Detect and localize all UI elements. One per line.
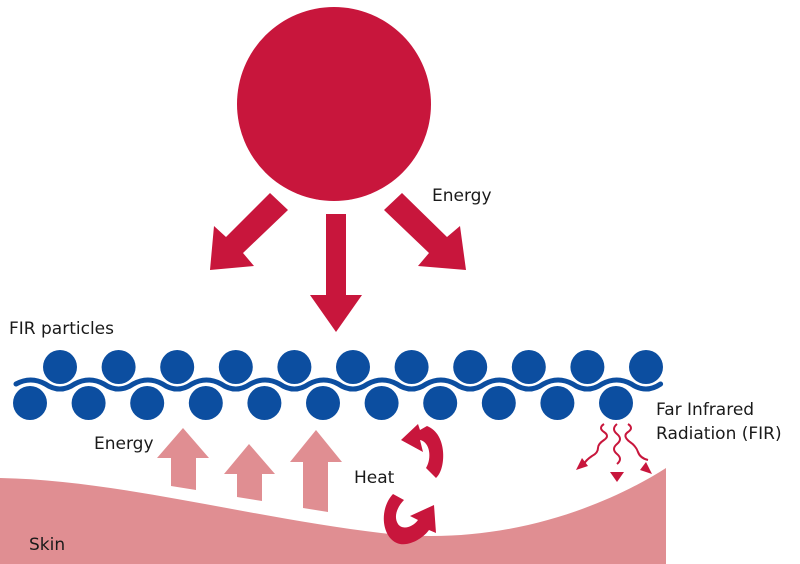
fir-label-line1: Far Infrared bbox=[656, 400, 754, 420]
energy-label-bottom: Energy bbox=[94, 434, 154, 454]
fir-wave-arrows bbox=[583, 423, 649, 465]
fir-particle-bottom bbox=[364, 386, 399, 420]
fir-wave-center bbox=[613, 423, 621, 465]
heat-arrow-top bbox=[401, 424, 444, 478]
fir-particle-top bbox=[336, 350, 370, 384]
fir-arrowheads bbox=[576, 458, 652, 482]
fir-particle-top bbox=[218, 350, 253, 384]
fir-wave-right bbox=[624, 423, 649, 461]
fir-particle-bottom bbox=[481, 386, 516, 420]
fir-particles bbox=[13, 350, 663, 420]
fir-particles-label: FIR particles bbox=[9, 319, 114, 339]
fir-particle-top bbox=[453, 350, 488, 384]
heat-arrow-bottom bbox=[383, 494, 436, 545]
fir-particle-bottom bbox=[188, 386, 223, 420]
fir-particle-bottom bbox=[540, 386, 575, 420]
fir-particle-top bbox=[570, 350, 605, 384]
energy-up-arrow-1 bbox=[157, 428, 209, 490]
sun-energy-source bbox=[237, 7, 431, 201]
heat-arrows bbox=[383, 424, 444, 545]
particle-wave-line bbox=[13, 377, 664, 392]
skin-layer bbox=[0, 468, 666, 564]
fir-particle-top bbox=[394, 350, 429, 384]
fir-particle-bottom bbox=[247, 386, 282, 420]
energy-up-arrow-3 bbox=[290, 430, 342, 512]
energy-down-arrows bbox=[210, 193, 466, 332]
fir-particle-top bbox=[511, 350, 546, 384]
fir-particle-top bbox=[629, 350, 663, 384]
energy-up-arrow-2 bbox=[224, 444, 275, 501]
fir-particle-bottom bbox=[599, 386, 633, 420]
fir-particle-bottom bbox=[71, 386, 106, 420]
fir-particle-top bbox=[43, 350, 77, 384]
energy-label-top: Energy bbox=[432, 186, 492, 206]
fir-particle-bottom bbox=[130, 386, 165, 420]
fir-wave-left bbox=[583, 423, 608, 465]
fir-particle-bottom bbox=[306, 386, 340, 420]
energy-arrow-left bbox=[210, 193, 288, 270]
fir-particle-bottom bbox=[423, 386, 458, 420]
fir-particle-bottom bbox=[13, 386, 47, 420]
fir-particle-top bbox=[277, 350, 312, 384]
fir-particle-top bbox=[101, 350, 136, 384]
fir-particle-top bbox=[160, 350, 195, 384]
energy-up-arrows bbox=[157, 428, 342, 512]
heat-label: Heat bbox=[354, 468, 395, 488]
skin-label: Skin bbox=[29, 535, 65, 555]
fir-label-line2: Radiation (FIR) bbox=[656, 424, 782, 444]
energy-arrow-right bbox=[384, 193, 466, 270]
energy-arrow-center bbox=[310, 214, 362, 332]
